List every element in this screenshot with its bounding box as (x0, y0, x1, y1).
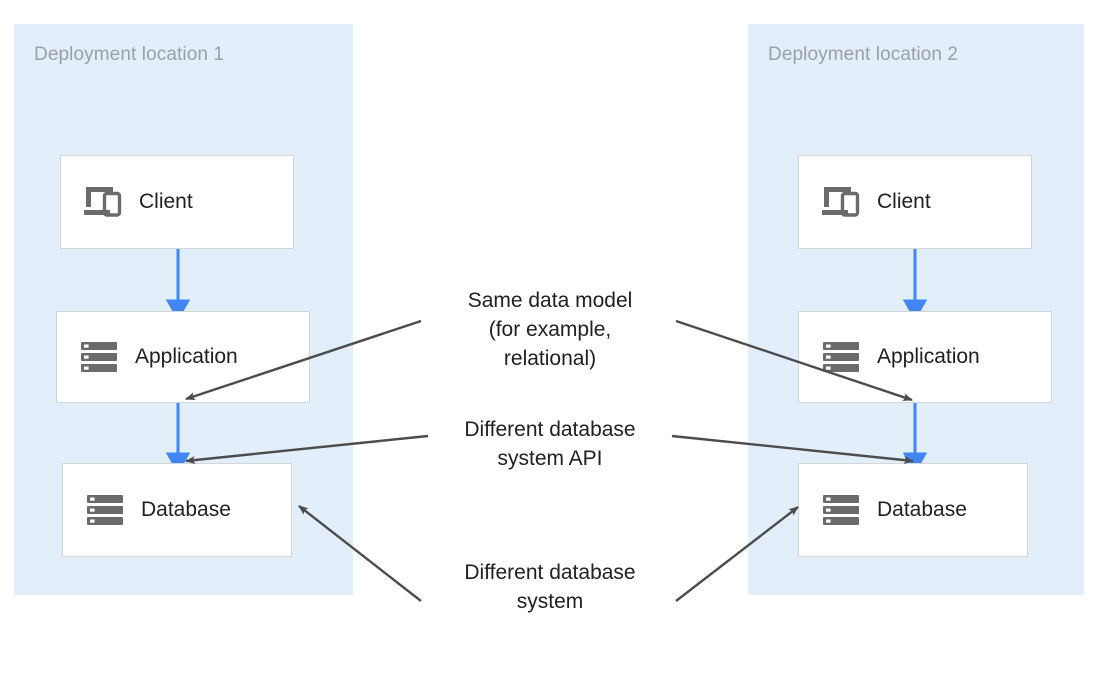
node-client-location-1[interactable]: Client (60, 155, 294, 249)
node-label: Client (877, 190, 931, 213)
devices-icon (819, 182, 863, 222)
node-label: Client (139, 190, 193, 213)
node-database-location-1[interactable]: Database (62, 463, 292, 557)
node-client-location-2[interactable]: Client (798, 155, 1032, 249)
server-stack-icon (819, 490, 863, 530)
node-label: Database (877, 498, 967, 521)
annotation-same-data-model: Same data model (for example, relational… (467, 289, 633, 370)
node-label: Application (877, 345, 980, 368)
node-database-location-2[interactable]: Database (798, 463, 1028, 557)
node-application-location-2[interactable]: Application (798, 311, 1052, 403)
deployment-location-2-title: Deployment location 2 (768, 44, 959, 65)
server-stack-icon (83, 490, 127, 530)
node-label: Database (141, 498, 231, 521)
annotation-different-database-system: Different database system (464, 561, 636, 613)
deployment-location-1-title: Deployment location 1 (34, 44, 225, 65)
node-application-location-1[interactable]: Application (56, 311, 310, 403)
server-stack-icon (819, 337, 863, 377)
server-stack-icon (77, 337, 121, 377)
annotation-different-database-system-api: Different database system API (464, 418, 636, 470)
devices-icon (81, 182, 125, 222)
node-label: Application (135, 345, 238, 368)
